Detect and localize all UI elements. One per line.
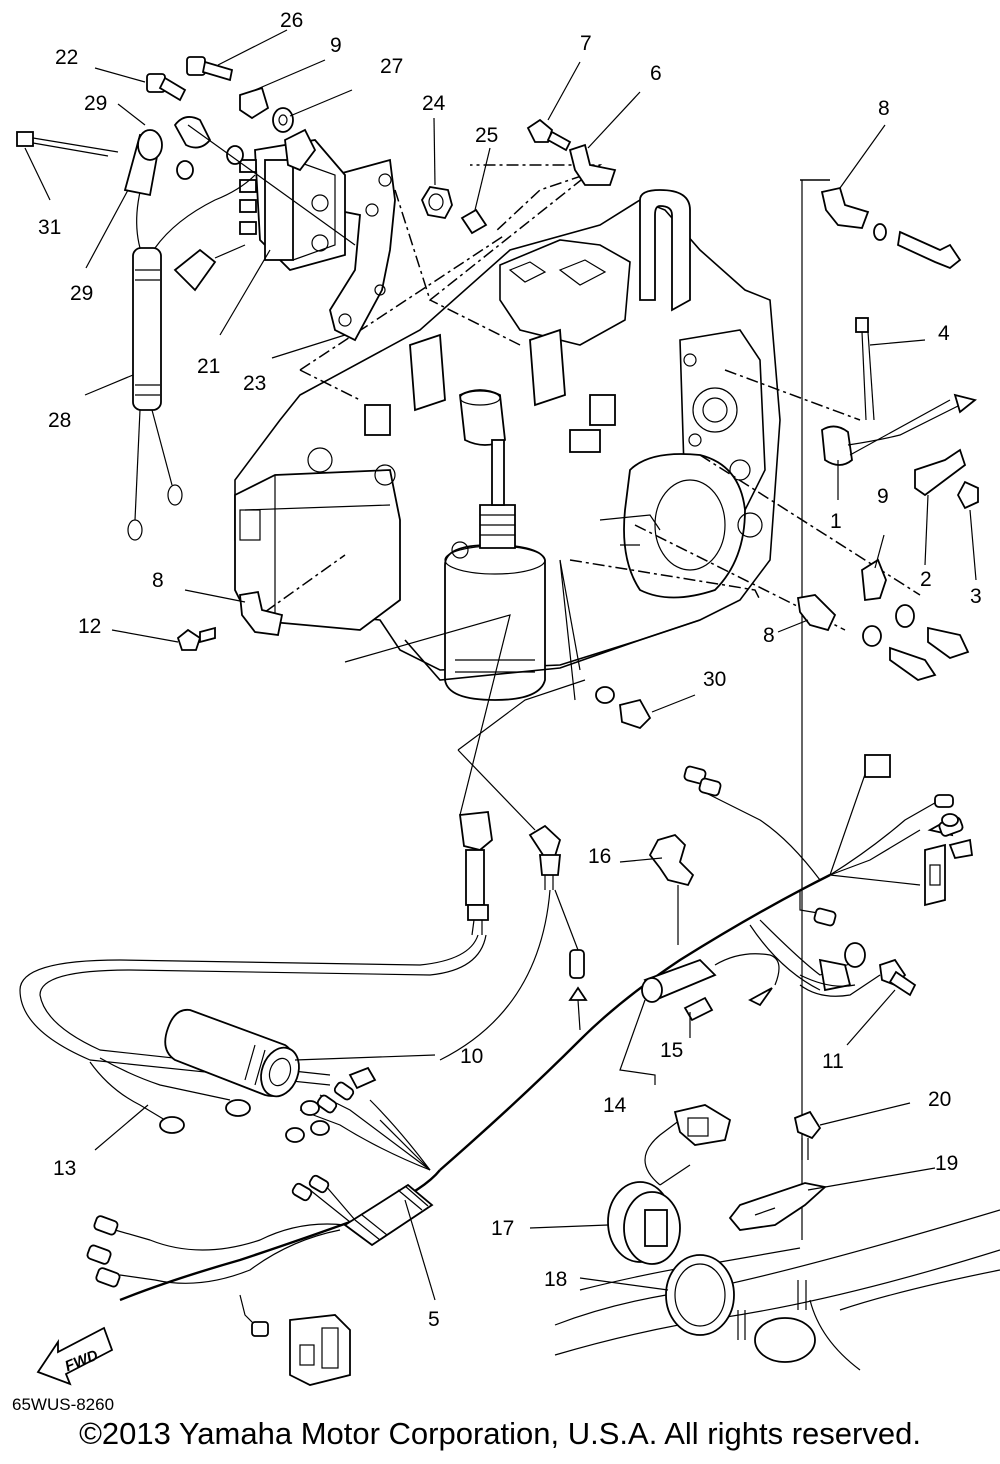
callout-26: 26 (280, 9, 303, 32)
callout-16: 16 (588, 845, 611, 868)
callout-12: 12 (78, 615, 101, 638)
engine-block (234, 189, 781, 701)
callout-10: 10 (460, 1045, 483, 1068)
callout-4: 4 (938, 322, 950, 345)
callout-9-lower: 9 (877, 485, 889, 508)
part-code: 65WUS-8260 (12, 1395, 114, 1414)
forward-arrow: FWD (36, 1326, 114, 1386)
callout-23: 23 (243, 372, 266, 395)
cable-tie (16, 131, 119, 157)
callout-15: 15 (660, 1039, 683, 1062)
callout-7: 7 (580, 32, 592, 55)
callout-8-right: 8 (763, 624, 775, 647)
callout-8-left: 8 (152, 569, 164, 592)
callout-29-lower: 29 (70, 282, 93, 305)
callout-21: 21 (197, 355, 220, 378)
callout-25: 25 (475, 124, 498, 147)
switch-panel (554, 1104, 1000, 1371)
callout-1: 1 (830, 510, 842, 533)
callout-24: 24 (422, 92, 446, 115)
fasteners-top (146, 56, 617, 235)
fasteners-right (595, 186, 979, 730)
callout-8: 8 (878, 97, 890, 120)
callout-6: 6 (650, 62, 662, 85)
callout-30: 30 (703, 668, 726, 691)
callout-numbers: 26 22 9 27 7 6 29 24 25 8 31 29 4 21 23 … (38, 9, 982, 1331)
callout-5: 5 (428, 1308, 440, 1331)
callout-20: 20 (928, 1088, 951, 1111)
fasteners-left (176, 590, 284, 651)
callout-11: 11 (822, 1050, 844, 1073)
callout-13: 13 (53, 1157, 76, 1180)
callout-22: 22 (55, 46, 78, 69)
callout-14: 14 (603, 1094, 627, 1117)
ignition-coil (123, 129, 256, 541)
callout-9: 9 (330, 34, 342, 57)
callout-28: 28 (48, 409, 71, 432)
callout-leaders (24, 29, 977, 1301)
callout-27: 27 (380, 55, 403, 78)
callout-17: 17 (491, 1217, 514, 1240)
harness-sleeve (164, 1008, 300, 1098)
callout-31: 31 (38, 216, 61, 239)
callout-18: 18 (544, 1268, 567, 1291)
callout-2: 2 (920, 568, 932, 591)
callout-19: 19 (935, 1152, 958, 1175)
copyright-notice: ©2013 Yamaha Motor Corporation, U.S.A. A… (79, 1416, 921, 1451)
callout-29: 29 (84, 92, 107, 115)
callout-3: 3 (970, 585, 982, 608)
wiring-harness (19, 614, 974, 1386)
